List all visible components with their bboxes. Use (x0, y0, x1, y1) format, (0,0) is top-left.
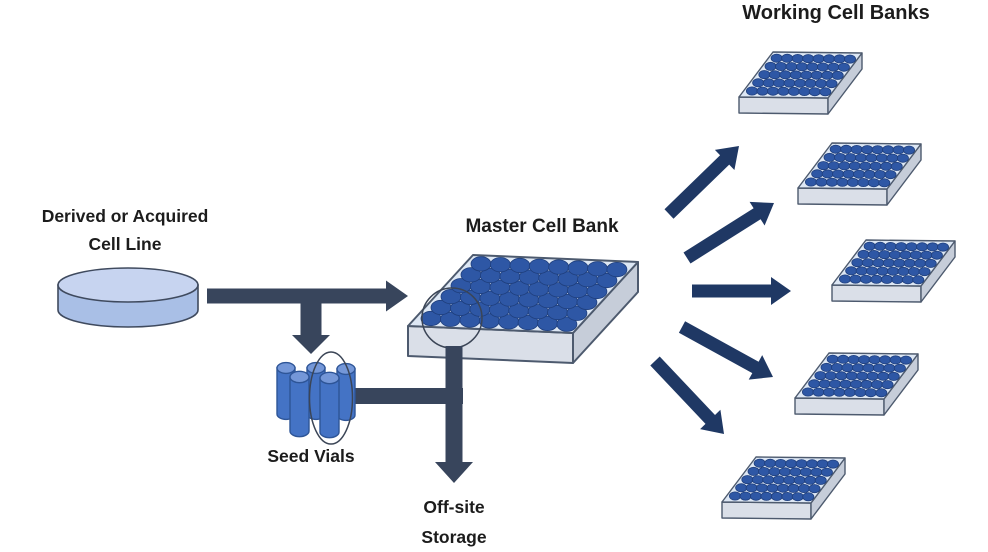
offsite-label-line1: Off-site (423, 497, 485, 517)
working-cell-bank-plate-3 (831, 239, 956, 303)
offsite-arrow (435, 346, 473, 483)
radiating-arrow-3 (692, 277, 791, 305)
seed-vials-group (276, 361, 356, 439)
radiating-arrow-5 (650, 356, 724, 434)
radiating-arrow-2 (683, 201, 774, 264)
cell-line-label: Derived or Acquired Cell Line (10, 202, 240, 258)
seed-vials-annotation-ellipse (308, 351, 354, 445)
working-cell-bank-plate-5 (721, 456, 846, 520)
working-cell-banks-label: Working Cell Banks (742, 2, 930, 24)
radiating-arrow-1 (664, 146, 739, 219)
branch-arrow-seed-vials (292, 291, 330, 354)
cell-line-label-line1: Derived or Acquired (41, 206, 209, 226)
working-cell-bank-plate-2 (797, 142, 922, 206)
working-cell-bank-plate-1 (738, 51, 863, 115)
seed-vials-to-offsite-connector (348, 388, 463, 404)
offsite-storage-label: Off-site Storage (394, 492, 514, 552)
master-cell-bank-label: Master Cell Bank (465, 216, 619, 237)
working-cell-bank-plate-4 (794, 352, 919, 416)
seed-vials-label: Seed Vials (267, 446, 355, 466)
offsite-label-line2: Storage (421, 527, 487, 547)
cell-line-label-line2: Cell Line (88, 234, 162, 254)
master-cell-bank-plate (407, 254, 639, 364)
radiating-arrow-4 (678, 321, 773, 380)
cell-line-cylinder (57, 267, 199, 328)
